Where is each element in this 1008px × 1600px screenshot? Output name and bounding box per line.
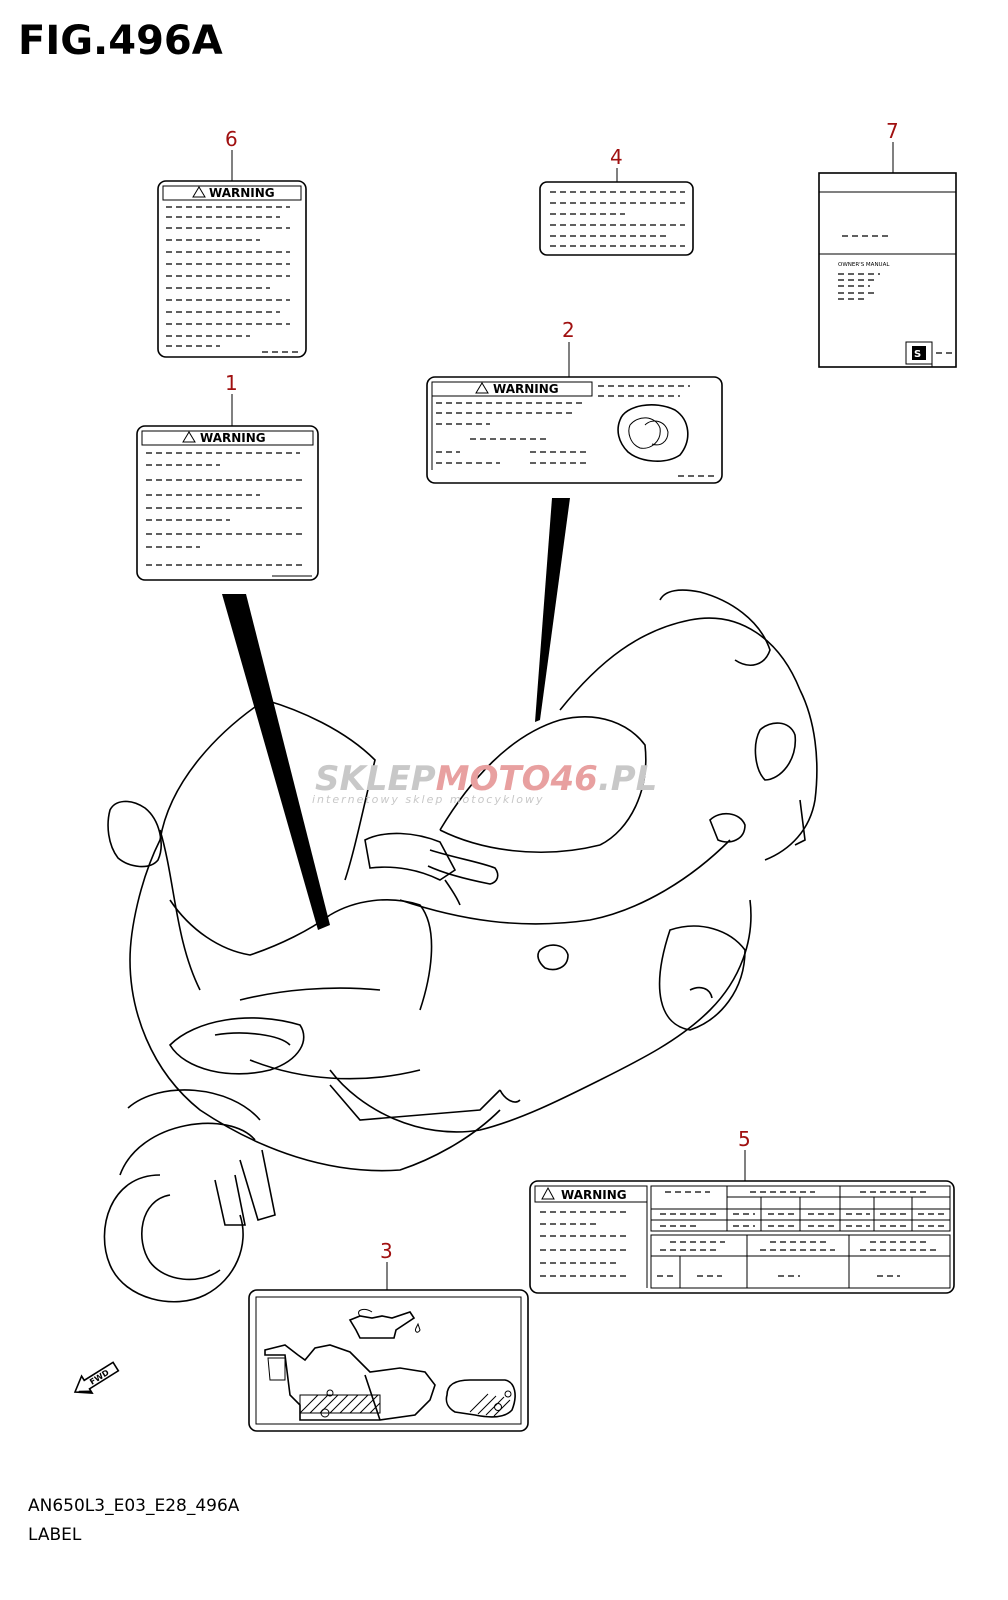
callout-3: 3 xyxy=(380,1239,393,1290)
watermark-brand-d: .PL xyxy=(598,759,658,799)
figure-title: FIG.496A xyxy=(18,18,223,64)
callout-number-2: 2 xyxy=(562,318,575,342)
watermark-tagline: internetowy sklep motocyklowy xyxy=(312,793,545,806)
svg-text:SKLEPMOTO46.PL: SKLEPMOTO46.PL xyxy=(315,759,657,799)
callout-number-4: 4 xyxy=(610,145,623,169)
figure-code: AN650L3_E03_E28_496A xyxy=(28,1496,240,1516)
leader-arrow-2 xyxy=(535,498,570,722)
label-6: WARNING xyxy=(157,180,307,358)
label-6-warning: WARNING xyxy=(209,186,275,200)
callout-5: 5 xyxy=(738,1127,751,1181)
callout-7: 7 xyxy=(886,119,899,173)
label-5: WARNING xyxy=(529,1180,955,1294)
fwd-arrow-icon: FWD xyxy=(73,1361,120,1394)
callout-number-7: 7 xyxy=(886,119,899,143)
watermark-brand-c: 46 xyxy=(550,759,598,799)
label-2-warning: WARNING xyxy=(493,382,559,396)
callout-6: 6 xyxy=(225,127,238,181)
watermark-brand-b: MOTO xyxy=(436,759,551,799)
callout-4: 4 xyxy=(610,145,623,182)
scooter-drawing xyxy=(103,589,818,1303)
figure-name: LABEL xyxy=(28,1525,82,1545)
watermark-logo: SKLEPMOTO46.PL internetowy sklep motocyk… xyxy=(312,759,657,806)
svg-text:S: S xyxy=(914,349,921,360)
owners-manual-text: OWNER'S MANUAL xyxy=(838,262,890,268)
label-4 xyxy=(539,181,694,256)
label-2: WARNING xyxy=(426,376,723,484)
label-1: WARNING xyxy=(136,425,319,581)
watermark-brand-a: SKLEP xyxy=(315,759,436,799)
callout-2: 2 xyxy=(562,318,575,377)
label-3 xyxy=(248,1289,529,1432)
label-7-owners-manual: OWNER'S MANUAL S xyxy=(818,172,957,368)
leader-arrow-1 xyxy=(222,594,330,930)
callout-number-6: 6 xyxy=(225,127,238,151)
label-1-warning: WARNING xyxy=(200,431,266,445)
callout-number-5: 5 xyxy=(738,1127,751,1151)
callout-number-3: 3 xyxy=(380,1239,393,1263)
callout-1: 1 xyxy=(225,371,238,426)
callout-number-1: 1 xyxy=(225,371,238,395)
label-5-warning: WARNING xyxy=(561,1188,627,1202)
